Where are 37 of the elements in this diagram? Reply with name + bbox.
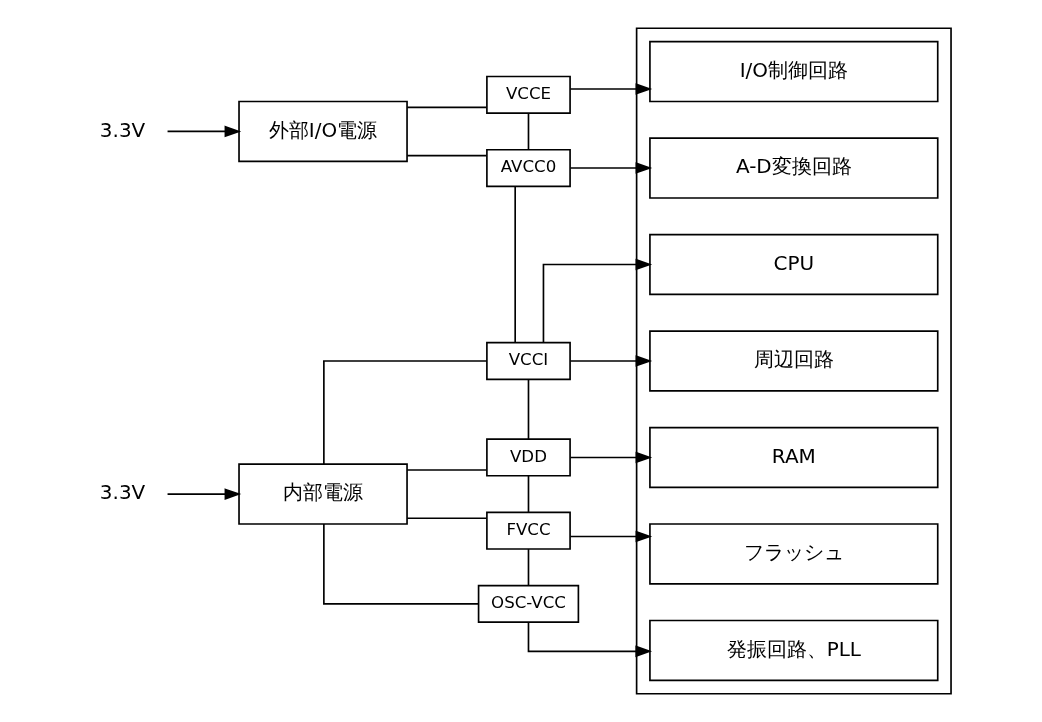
connector bbox=[406, 106, 488, 109]
node-box: 発振回路、PLL bbox=[649, 619, 939, 682]
connector bbox=[527, 475, 530, 513]
connector bbox=[406, 469, 488, 471]
connector bbox=[323, 360, 488, 465]
node-box: 外部I/O電源 bbox=[238, 100, 408, 163]
arrow bbox=[527, 621, 653, 658]
node-box: VCCI bbox=[486, 341, 571, 381]
node-box: VDD bbox=[486, 438, 571, 477]
node-box: FVCC bbox=[486, 511, 571, 550]
arrow bbox=[569, 530, 653, 543]
node-box: フラッシュ bbox=[649, 523, 939, 585]
node-text: 3.3V bbox=[99, 117, 146, 142]
node-box: 周辺回路 bbox=[649, 330, 939, 392]
arrow bbox=[569, 451, 653, 464]
node-box: AVCC0 bbox=[486, 148, 571, 188]
arrow bbox=[542, 258, 653, 344]
connector bbox=[323, 523, 480, 605]
arrow bbox=[166, 488, 242, 500]
connector bbox=[527, 112, 530, 151]
connector bbox=[406, 517, 488, 520]
node-box: OSC-VCC bbox=[477, 584, 580, 623]
arrow bbox=[569, 162, 653, 174]
node-box: VCCE bbox=[486, 75, 571, 114]
arrow bbox=[166, 125, 242, 138]
node-text: 3.3V bbox=[99, 480, 146, 505]
connector bbox=[406, 154, 488, 157]
node-box: A-D変換回路 bbox=[649, 137, 939, 199]
arrow bbox=[569, 83, 653, 95]
node-box: CPU bbox=[649, 233, 939, 296]
connector bbox=[514, 185, 516, 344]
node-box: I/O制御回路 bbox=[649, 40, 939, 103]
connector bbox=[527, 548, 530, 586]
connector bbox=[527, 378, 530, 440]
node-box: 内部電源 bbox=[238, 463, 408, 525]
node-box: RAM bbox=[649, 426, 939, 489]
arrow bbox=[569, 355, 653, 367]
